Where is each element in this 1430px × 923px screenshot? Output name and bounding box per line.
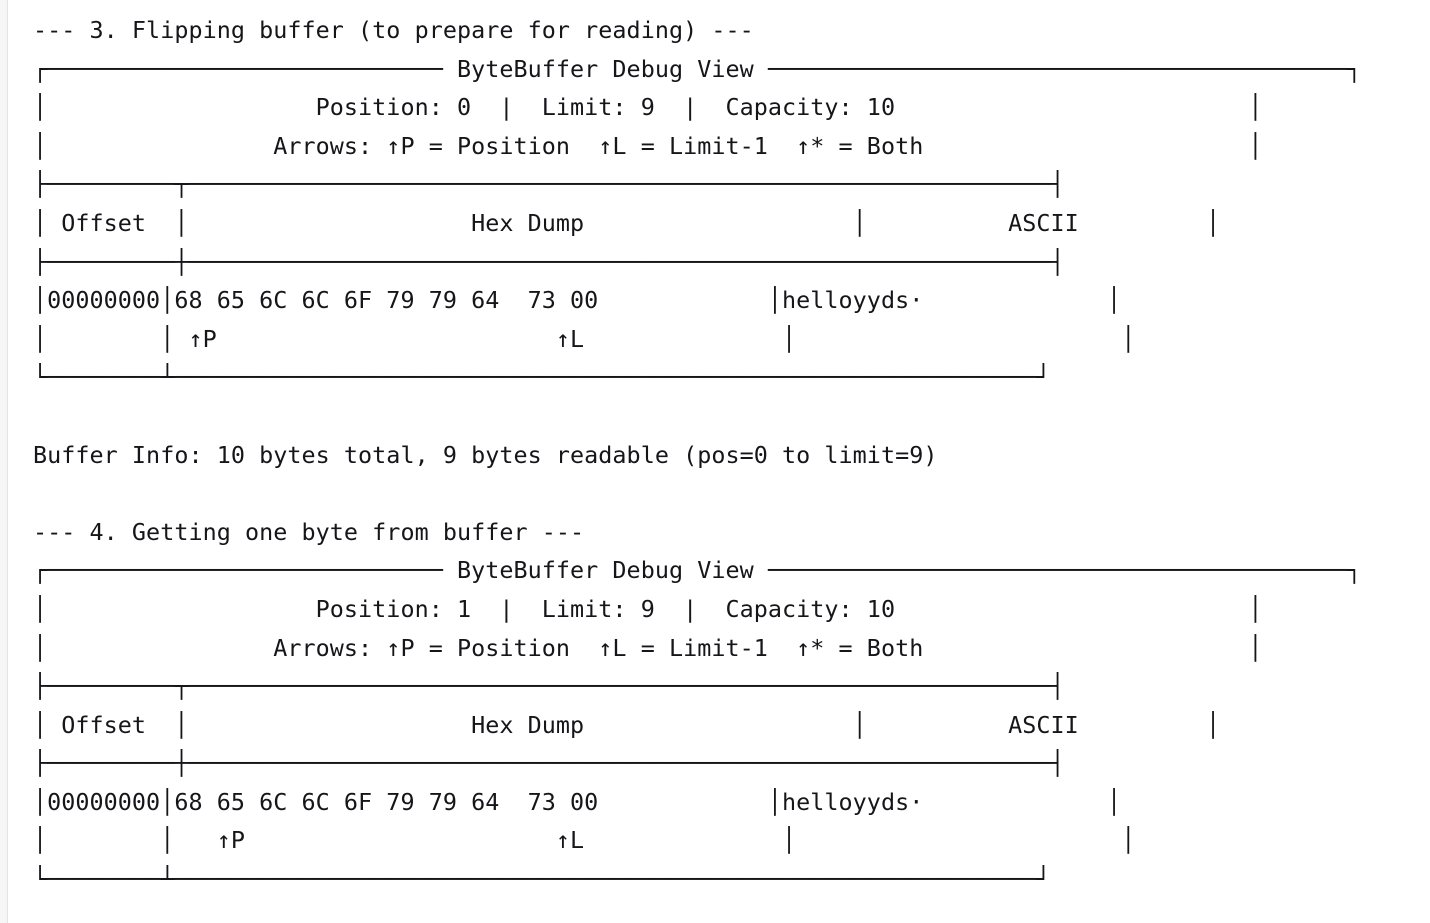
panel-2-stats-row: │ Position: 1 | Limit: 9 | Capacity: 10 … <box>33 594 1263 623</box>
panel-1-column-headers: │ Offset │ Hex Dump │ ASCII │ <box>33 208 1221 237</box>
panel-2-rule-top: ├─────────┬─────────────────────────────… <box>33 672 1065 701</box>
panel-1-marker-row: │ │ ↑P ↑L │ │ <box>33 324 1136 353</box>
console-output: --- 3. Flipping buffer (to prepare for r… <box>33 11 1423 899</box>
panel-2-top-border: ┌──────────────────────────── ByteBuffer… <box>33 556 1362 585</box>
editor-gutter-strip <box>0 0 8 923</box>
step-4-header: --- 4. Getting one byte from buffer --- <box>33 517 585 546</box>
panel-2-column-headers: │ Offset │ Hex Dump │ ASCII │ <box>33 710 1221 739</box>
panel-1-rule-mid: ├─────────┼─────────────────────────────… <box>33 247 1065 276</box>
step-3-header: --- 3. Flipping buffer (to prepare for r… <box>33 16 754 44</box>
spacer-line-2 <box>33 474 1423 513</box>
panel-1-stats-row: │ Position: 0 | Limit: 9 | Capacity: 10 … <box>33 93 1263 122</box>
panel-1-hex-row: │00000000│68 65 6C 6C 6F 79 79 64 73 00 … <box>33 286 1122 315</box>
panel-2-hex-row: │00000000│68 65 6C 6C 6F 79 79 64 73 00 … <box>33 787 1122 816</box>
panel-2-marker-row: │ │ ↑P ↑L │ │ <box>33 826 1136 855</box>
spacer-line-1 <box>33 397 1423 436</box>
panel-2-arrows-legend: │ Arrows: ↑P = Position ↑L = Limit-1 ↑* … <box>33 633 1263 662</box>
panel-1-arrows-legend: │ Arrows: ↑P = Position ↑L = Limit-1 ↑* … <box>33 131 1263 160</box>
panel-1-rule-top: ├─────────┬─────────────────────────────… <box>33 170 1065 199</box>
panel-2-rule-mid: ├─────────┼─────────────────────────────… <box>33 749 1065 778</box>
buffer-info-line: Buffer Info: 10 bytes total, 9 bytes rea… <box>33 440 938 469</box>
panel-1-bottom-border: └────────┴──────────────────────────────… <box>33 363 1051 392</box>
panel-1-top-border: ┌──────────────────────────── ByteBuffer… <box>33 54 1362 83</box>
panel-2-bottom-border: └────────┴──────────────────────────────… <box>33 865 1051 894</box>
